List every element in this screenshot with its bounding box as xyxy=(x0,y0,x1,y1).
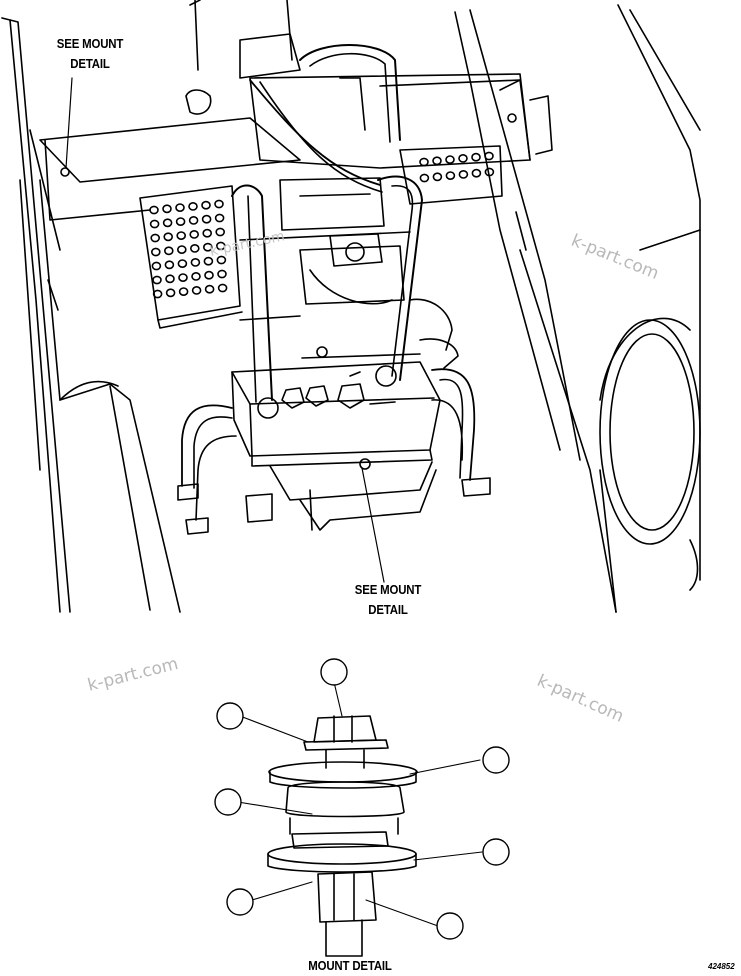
callout-circle xyxy=(320,658,348,686)
perforation-hole xyxy=(217,269,227,279)
perforation-hole xyxy=(175,217,186,226)
callout-circle xyxy=(482,838,510,866)
callout-circle xyxy=(436,912,464,940)
perforation-hole xyxy=(151,261,162,271)
perforation-hole xyxy=(152,275,162,285)
perforation-hole xyxy=(188,201,198,211)
middle-valve-section xyxy=(239,231,453,359)
perforation-hole xyxy=(419,157,429,167)
top-valve-block xyxy=(239,33,553,231)
part-number: 424852 xyxy=(708,962,735,971)
perforation-hole xyxy=(164,260,175,270)
perforation-hole xyxy=(151,247,161,257)
mount-detail-title: MOUNT DETAIL xyxy=(308,958,392,973)
see-mount-label-mid: SEE MOUNT DETAIL xyxy=(344,580,432,620)
hoses-upper xyxy=(185,44,401,193)
leader-lines xyxy=(65,77,385,583)
upper-bracket xyxy=(39,117,301,221)
see-mount-top-line2: DETAIL xyxy=(70,56,110,71)
see-mount-mid-line2: DETAIL xyxy=(368,602,408,617)
perforation-hole xyxy=(150,233,160,243)
perforation-hole xyxy=(215,227,225,237)
perforation-hole xyxy=(217,283,228,293)
perforation-hole xyxy=(484,167,495,177)
perforation-hole xyxy=(152,289,163,299)
perforation-hole xyxy=(165,288,176,298)
perforation-hole xyxy=(202,228,212,238)
left-frame xyxy=(1,17,181,613)
perforation-hole xyxy=(471,152,481,162)
perforation-hole xyxy=(178,273,188,282)
callout-circle xyxy=(214,788,242,816)
perforation-hole xyxy=(458,169,469,179)
perforation-hole xyxy=(178,287,189,296)
perforation-hole xyxy=(214,199,224,209)
perforation-hole xyxy=(190,257,201,267)
perforation-hole xyxy=(204,270,214,280)
callout-circles xyxy=(214,658,510,940)
perforation-hole xyxy=(189,229,199,239)
perforation-hole xyxy=(149,205,159,215)
perforation-hole xyxy=(177,259,188,268)
callout-leaders xyxy=(237,681,483,927)
perforation-hole xyxy=(445,155,455,164)
perforation-hole xyxy=(176,231,186,240)
perforation-hole xyxy=(165,274,175,284)
perforation-hole xyxy=(163,232,173,242)
perforation-hole xyxy=(191,271,201,281)
see-mount-top-line1: SEE MOUNT xyxy=(56,36,124,51)
perforation-hole xyxy=(214,213,225,223)
perforated-plate-right xyxy=(399,145,503,205)
perforation-hole xyxy=(162,204,172,214)
perforation-hole xyxy=(190,243,200,253)
callout-circle xyxy=(482,746,510,774)
perforation-hole xyxy=(203,242,213,252)
perforation-hole xyxy=(188,215,199,225)
perforation-hole xyxy=(177,245,187,254)
mount-detail-assembly xyxy=(267,715,418,957)
see-mount-mid-line1: SEE MOUNT xyxy=(354,582,422,597)
perforation-hole xyxy=(164,246,174,256)
round-cover xyxy=(599,317,701,591)
perforation-hole xyxy=(201,214,212,224)
perforation-hole xyxy=(162,218,173,228)
see-mount-label-top: SEE MOUNT DETAIL xyxy=(48,34,132,74)
perforation-hole xyxy=(191,285,202,295)
perforation-hole xyxy=(445,171,456,180)
perforation-hole xyxy=(201,200,211,210)
perforation-hole xyxy=(484,151,494,161)
perforation-hole xyxy=(458,153,468,163)
perforation-hole xyxy=(203,256,214,266)
perforation-hole xyxy=(432,156,442,166)
perforated-plate-left xyxy=(139,185,243,329)
perforation-hole xyxy=(419,173,430,183)
perforation-hole xyxy=(471,168,482,178)
main-valve-block xyxy=(231,361,441,467)
perforation-hole xyxy=(149,219,160,229)
right-frame xyxy=(189,0,701,613)
perforation-hole xyxy=(204,284,215,294)
perforation-hole xyxy=(216,255,227,265)
lower-bracket xyxy=(245,458,437,531)
side-hoses xyxy=(177,338,491,535)
perforation-hole xyxy=(175,203,185,212)
perforation-hole xyxy=(432,172,443,182)
vertical-tubes xyxy=(231,175,423,403)
callout-circle xyxy=(226,888,254,916)
callout-circle xyxy=(216,702,244,730)
perforation-hole xyxy=(216,241,226,251)
